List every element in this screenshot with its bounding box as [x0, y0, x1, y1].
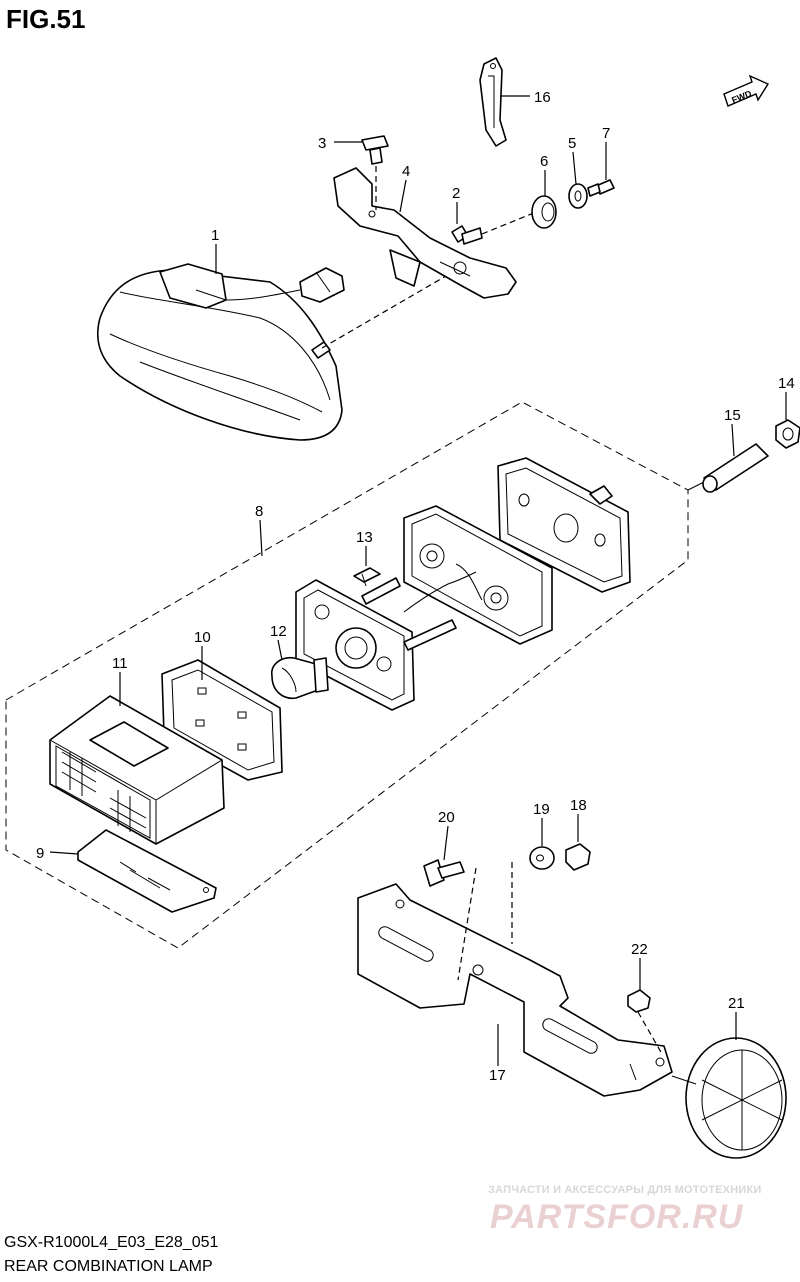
lamp-bracket: [333, 167, 517, 299]
nut-18: [565, 843, 591, 871]
assembly-frame: [5, 401, 689, 949]
callout-1: 1: [211, 227, 219, 244]
leader-lines: [49, 95, 787, 1066]
callout-2: 2: [452, 185, 460, 202]
callout-3: 3: [318, 135, 326, 152]
grommet-6: [531, 195, 557, 229]
screw-7: [587, 179, 615, 197]
washer-19: [511, 846, 555, 944]
reflector-bracket-17: [357, 883, 673, 1097]
bulb-12: [271, 656, 329, 700]
bolt-2: [451, 211, 537, 245]
callout-22: 22: [631, 941, 648, 958]
callout-19: 19: [533, 801, 550, 818]
leader-spacer: [687, 481, 705, 491]
callout-18: 18: [570, 797, 587, 814]
fwd-arrow-icon: FWD: [723, 74, 770, 107]
lens-11: [49, 695, 225, 845]
washer-5: [568, 183, 588, 209]
screw-13: [353, 567, 381, 587]
spacer-15: [702, 443, 769, 493]
callout-12: 12: [270, 623, 287, 640]
callout-9: 9: [36, 845, 44, 862]
callout-14: 14: [778, 375, 795, 392]
callout-labels: 1 2 3 4 5 6 7 8 9 10 11 12 13 14 15 16 1…: [36, 89, 795, 1084]
callout-4: 4: [402, 163, 410, 180]
callout-6: 6: [540, 153, 548, 170]
lamp-body: [403, 505, 553, 645]
watermark-logo: PARTSFOR.RU: [490, 1198, 744, 1234]
reflector-plate-9: [77, 829, 217, 913]
section-title: REAR COMBINATION LAMP: [4, 1258, 213, 1275]
wire-clamp-16: [479, 57, 507, 147]
callout-7: 7: [602, 125, 610, 142]
callout-21: 21: [728, 995, 745, 1012]
callout-20: 20: [438, 809, 455, 826]
callout-11: 11: [112, 655, 128, 672]
watermark-caption: ЗАПЧАСТИ И АКСЕССУАРЫ ДЛЯ МОТОТЕХНИКИ: [488, 1184, 762, 1196]
watermark-brand: PARTSFOR.RU: [490, 1198, 744, 1234]
nut-14: [775, 419, 800, 449]
callout-16: 16: [534, 89, 551, 106]
lamp-socket: [295, 571, 477, 711]
callout-8: 8: [255, 503, 263, 520]
model-code: GSX-R1000L4_E03_E28_051: [4, 1234, 219, 1251]
fig-title: FIG.51: [6, 4, 86, 34]
tail-lamp-housing: [97, 263, 345, 441]
callout-13: 13: [356, 529, 373, 546]
callout-10: 10: [194, 629, 211, 646]
callout-15: 15: [724, 407, 741, 424]
bolt-20: [423, 859, 477, 981]
screw-3: [361, 135, 389, 210]
callout-5: 5: [568, 135, 576, 152]
callout-17: 17: [489, 1067, 506, 1084]
round-reflector-21: [671, 1037, 787, 1159]
